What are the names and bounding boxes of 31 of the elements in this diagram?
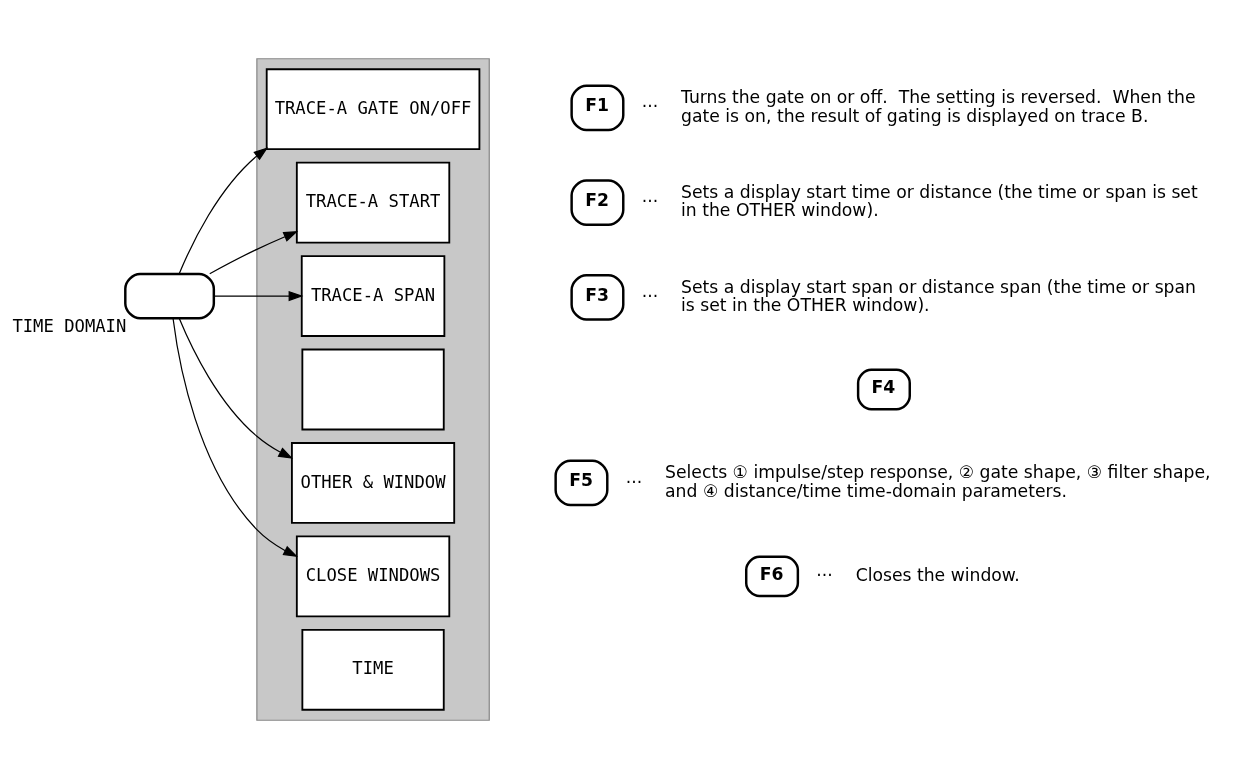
node-box: TRACE-A GATE ON/OFF — [265, 68, 481, 151]
node-label: Sets a display start time or distance (the time or span is set in the OTHER window). — [681, 181, 1198, 221]
node-box — [301, 348, 445, 431]
node-label: Selects ① impulse/step response, ② gate shape, ③ filter shape, and ④ distance/time time-domain parameters. — [665, 462, 1211, 501]
node-box: F2 — [570, 179, 625, 226]
node-box: F4 — [856, 368, 911, 411]
node-label: ··· — [641, 96, 659, 117]
arrow — [178, 147, 269, 275]
node-label: Sets a display start span or distance span (the time or span is set in the OTHER window). — [681, 276, 1197, 316]
node-label: TIME DOMAIN — [12, 315, 127, 336]
node-box: CLOSE WINDOWS — [295, 535, 451, 618]
arrow — [213, 290, 304, 302]
node-box — [124, 272, 216, 320]
node-label: Turns the gate on or off. The setting is reversed. When the gate is on, the result of gating is displayed on trace B. — [681, 87, 1196, 126]
node-label: ··· — [816, 564, 833, 585]
node-box: F5 — [554, 459, 609, 507]
cluster — [256, 58, 490, 721]
node-box: OTHER & WINDOW — [291, 442, 456, 524]
arrow — [209, 231, 299, 275]
node-box: F1 — [570, 84, 625, 132]
node-label: Closes the window. — [855, 564, 1020, 585]
node-box: TRACE-A SPAN — [300, 255, 446, 337]
node-label: ··· — [625, 471, 643, 492]
node-box: TIME — [301, 628, 445, 711]
node-box: F6 — [745, 555, 800, 598]
arrow — [172, 317, 298, 558]
arrow — [178, 317, 294, 459]
node-box: TRACE-A START — [295, 161, 451, 244]
node-label: ··· — [641, 285, 659, 306]
node-label: ··· — [641, 191, 659, 212]
node-box: F3 — [570, 273, 625, 321]
